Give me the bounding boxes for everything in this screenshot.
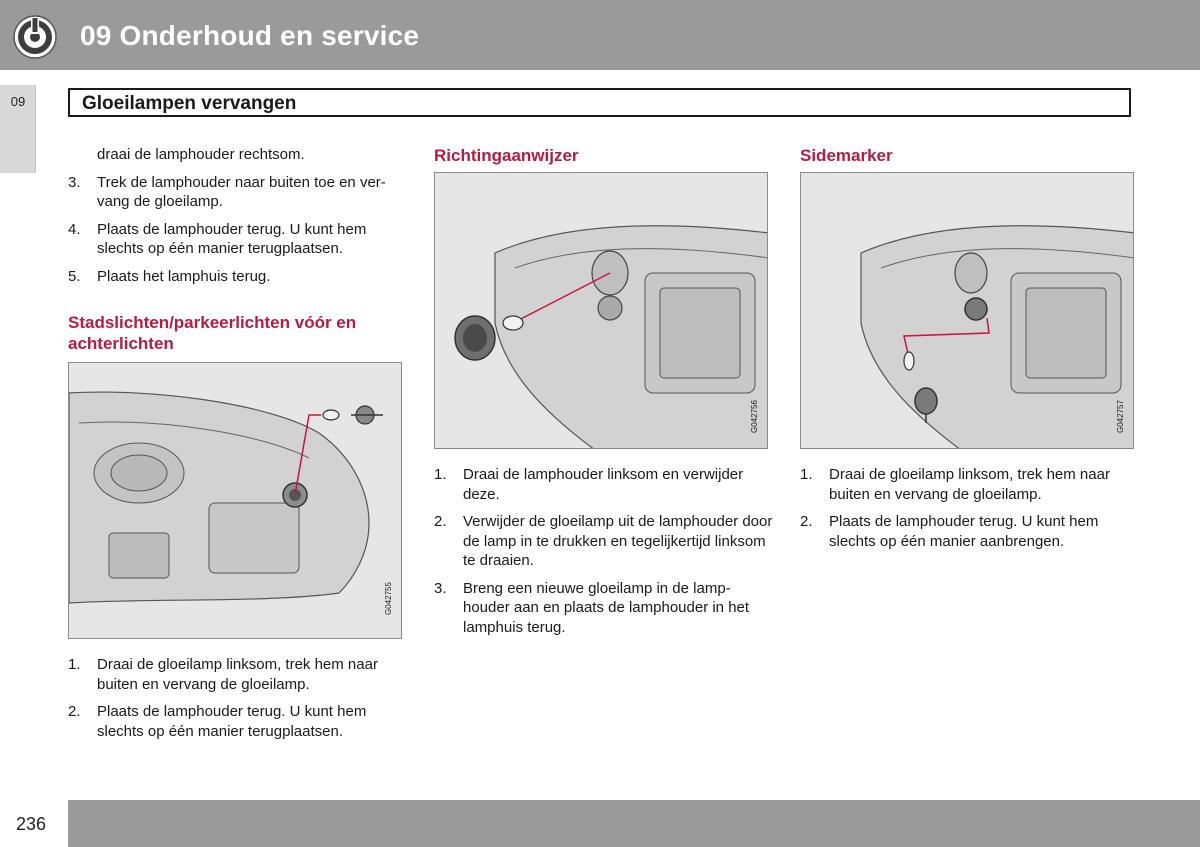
figure-code: G042757 [1116, 400, 1125, 433]
figure-code: G042755 [384, 582, 393, 615]
column-3: Sidemarker G042757 1. Draai de gloeilamp… [800, 145, 1140, 559]
list-item-number: 2. [434, 513, 447, 530]
heading-turn-signal: Richtingaanwijzer [434, 146, 579, 165]
figure-position-light: G042755 [68, 362, 402, 639]
list-item-number: 1. [68, 656, 81, 673]
page-number: 236 [16, 814, 47, 834]
list-item-text: Plaats de lamphouder terug. U kunt hem s… [97, 703, 367, 740]
footer-bar [68, 800, 1200, 847]
list-item-number: 3. [434, 579, 447, 597]
list-item: 2. Verwijder de gloeilamp uit de lamphou… [434, 512, 774, 571]
chapter-side-tab [0, 85, 36, 173]
list-item-text: Verwijder de gloeilamp uit de lamphouder… [463, 513, 773, 569]
list-item: 1. Draai de gloeilamp linksom, trek hem … [800, 465, 1140, 504]
list-item: 1. Draai de lamphouder linksom en verwij… [434, 465, 774, 504]
list-item-text: Breng een nieuwe gloeilamp in de lamp-ho… [463, 579, 750, 636]
subheading-position-lights: Stadslichten/parkeerlichten vóór en acht… [68, 313, 357, 353]
list-item-number: 2. [68, 703, 81, 720]
wrench-gear-icon [12, 14, 58, 60]
list-item-text: Plaats de lamphouder terug. U kunt hem s… [97, 220, 367, 258]
figure-sidemarker: G042757 [800, 172, 1134, 449]
list-item: 1. Draai de gloeilamp linksom, trek hem … [68, 655, 408, 694]
list-item: 5. Plaats het lamphuis terug. [68, 267, 408, 287]
headlamp-illustration [860, 225, 1133, 448]
list-item-text: Plaats het lamphuis terug. [97, 267, 271, 285]
column-1: draai de lamphouder rechtsom. 3. Trek de… [68, 145, 408, 749]
section-header-box: Gloeilampen vervangen [68, 88, 1131, 117]
list-item-text: Draai de gloeilamp linksom, trek hem naa… [97, 656, 378, 693]
column-2: Richtingaanwijzer G042756 1. Draai de la… [434, 145, 774, 645]
chapter-title: 09 Onderhoud en service [80, 20, 420, 51]
headlamp-illustration [454, 225, 767, 448]
list-item-text: Draai de gloeilamp linksom, trek hem naa… [829, 466, 1110, 503]
list-item-number: 1. [800, 466, 813, 483]
figure-turn-signal: G042756 [434, 172, 768, 449]
list-item-number: 1. [434, 466, 447, 483]
list-item: 4. Plaats de lamphouder terug. U kunt he… [68, 220, 408, 259]
list-item: 2. Plaats de lamphouder terug. U kunt he… [800, 512, 1140, 551]
list-item: 2. Plaats de lamphouder terug. U kunt he… [68, 702, 408, 741]
list-item-number: 5. [68, 267, 81, 285]
list-item: 3. Trek de lamphouder naar buiten toe en… [68, 173, 408, 212]
list-item-number: 4. [68, 220, 81, 238]
list-item-number: 3. [68, 173, 81, 191]
list-item: 3. Breng een nieuwe gloeilamp in de lamp… [434, 579, 774, 638]
list-item-text: Draai de lamphouder linksom en verwijder… [463, 466, 744, 503]
continuation-text: draai de lamphouder rechtsom. [97, 146, 305, 163]
position-light-steps: 1. Draai de gloeilamp linksom, trek hem … [68, 655, 408, 741]
chapter-side-tab-label: 09 [10, 94, 26, 109]
list-item-text: Plaats de lamphouder terug. U kunt hem s… [829, 513, 1099, 550]
turn-signal-steps: 1. Draai de lamphouder linksom en verwij… [434, 465, 774, 637]
list-item-text: Trek de lamphouder naar buiten toe en ve… [97, 173, 386, 211]
list-item-number: 2. [800, 513, 813, 530]
heading-sidemarker: Sidemarker [800, 146, 893, 165]
headlamp-illustration [69, 391, 383, 604]
section-title: Gloeilampen vervangen [82, 93, 297, 114]
chapter-header-bar [0, 0, 1200, 70]
sidemarker-steps: 1. Draai de gloeilamp linksom, trek hem … [800, 465, 1140, 551]
figure-code: G042756 [750, 400, 759, 433]
